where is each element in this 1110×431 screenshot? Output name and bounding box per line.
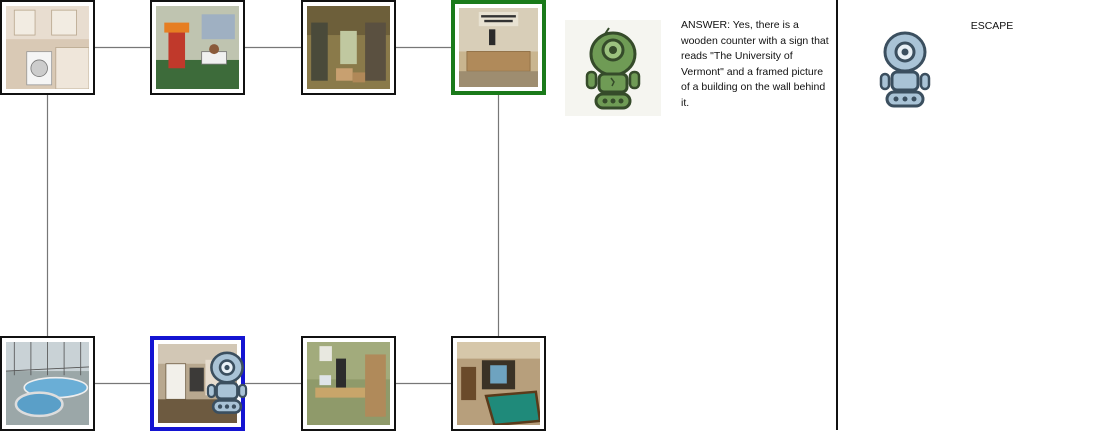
room-photo (307, 6, 390, 89)
room-photo (459, 8, 538, 87)
room-node-billiards-room[interactable] (451, 336, 546, 431)
room-photo (156, 6, 239, 89)
room-node-playroom[interactable] (150, 0, 245, 95)
answer-text: ANSWER: Yes, there is a wooden counter w… (681, 19, 829, 109)
room-photo (307, 342, 390, 425)
answer-robot-icon (565, 20, 661, 116)
room-photo (457, 342, 540, 425)
room-node-office[interactable] (301, 336, 396, 431)
room-node-storage-room[interactable] (301, 0, 396, 95)
room-photo (6, 342, 89, 425)
panel-divider (836, 0, 838, 430)
room-photo (6, 6, 89, 89)
escape-label[interactable]: ESCAPE (970, 20, 1014, 32)
room-node-pool[interactable] (0, 336, 95, 431)
agent-robot-icon (201, 350, 253, 418)
room-node-laundry-room[interactable] (0, 0, 95, 95)
room-node-university-office[interactable] (451, 0, 546, 95)
escape-robot-icon (872, 30, 938, 110)
